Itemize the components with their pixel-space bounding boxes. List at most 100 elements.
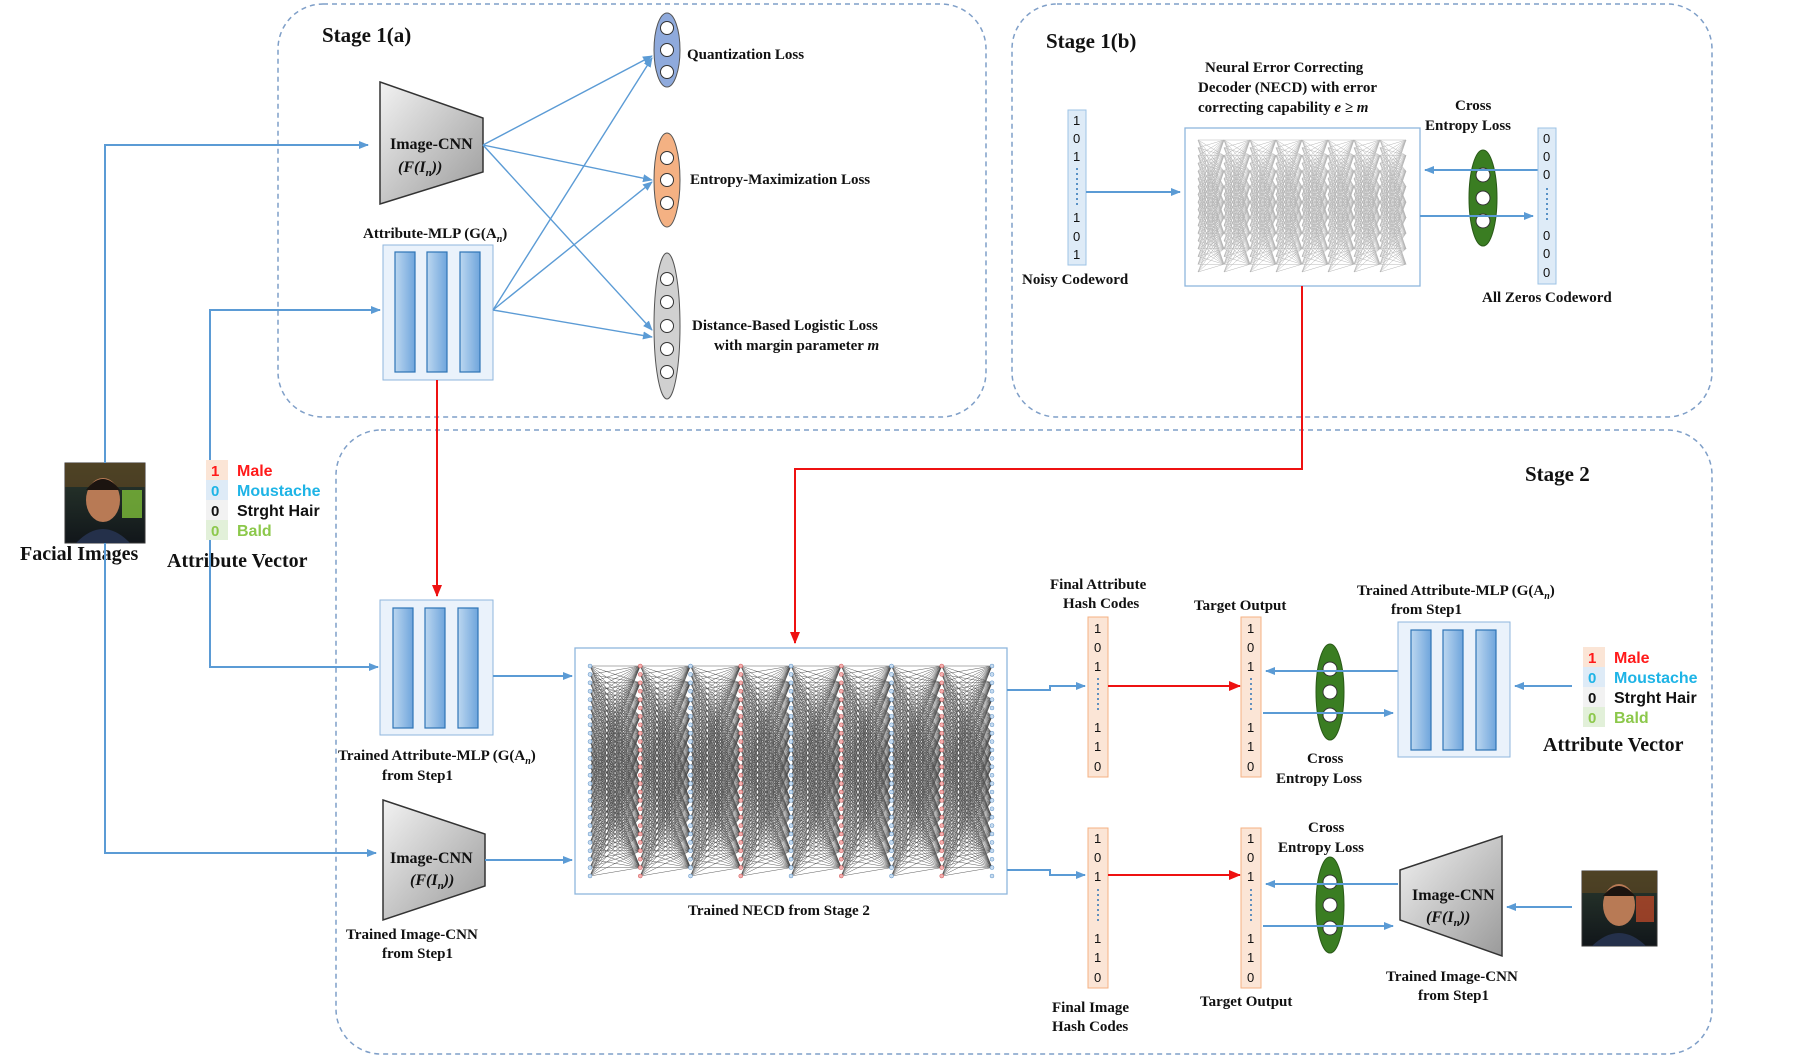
- target-top-bit-2: 1: [1247, 659, 1254, 674]
- stage1a-attribute-mlp: [382, 244, 494, 381]
- right-attr-bit-bald: 0: [1588, 710, 1596, 727]
- attribute-vector-label: Attribute Vector: [167, 550, 308, 572]
- target-top-column: [1240, 616, 1262, 778]
- stage2-trained-cnn-label-1: Trained Image-CNN: [346, 927, 478, 943]
- target-top-bit-5: 0: [1247, 759, 1254, 774]
- final-attr-bit-1: 0: [1094, 640, 1101, 655]
- final-attr-bit-5: 0: [1094, 759, 1101, 774]
- final-attr-bit-3: 1: [1094, 720, 1101, 735]
- noisy-bit-4: 0: [1073, 229, 1080, 244]
- target-bottom-column: [1240, 827, 1262, 989]
- right-trained-cnn: [1399, 834, 1503, 958]
- right-cnn-func: (F(In)): [1426, 909, 1470, 929]
- noisy-bit-2: 1: [1073, 149, 1080, 164]
- quantization-loss-node: [653, 12, 681, 88]
- final-img-bit-3: 1: [1094, 931, 1101, 946]
- attribute-vector-left: 1 Male 0 Moustache 0 Strght Hair 0 Bald: [206, 460, 321, 540]
- stage1b-cross-label-1: Cross: [1455, 98, 1492, 114]
- distance-loss-label-1: Distance-Based Logistic Loss: [692, 318, 878, 334]
- right-mlp-label-1: Trained Attribute-MLP (G(An): [1357, 583, 1555, 602]
- final-img-bit-4: 1: [1094, 950, 1101, 965]
- stage1a-box: [277, 3, 987, 418]
- target-top-bit-3: 1: [1247, 720, 1254, 735]
- final-img-label-1: Final Image: [1052, 1000, 1129, 1016]
- all-zeros-codeword: [1537, 127, 1557, 285]
- right-mlp-label-2: from Step1: [1391, 602, 1462, 618]
- distance-loss-node: [653, 252, 681, 400]
- necd-title-2: Decoder (NECD) with error: [1198, 80, 1377, 96]
- right-attr-name-bald: Bald: [1614, 710, 1649, 727]
- necd-title-1: Neural Error Correcting: [1205, 60, 1364, 76]
- stage2-top-cross-label-2: Entropy Loss: [1276, 771, 1362, 787]
- target-bottom-bit-1: 0: [1247, 850, 1254, 865]
- final-attr-bit-4: 1: [1094, 739, 1101, 754]
- right-attr-name-hair: Strght Hair: [1614, 690, 1697, 707]
- attr-bit-moustache: 0: [211, 483, 219, 500]
- stage2-trained-mlp-label-1: Trained Attribute-MLP (G(An): [338, 748, 536, 767]
- attr-bit-bald: 0: [211, 523, 219, 540]
- stage2-title: Stage 2: [1525, 462, 1590, 486]
- facial-images-label: Facial Images: [20, 543, 139, 565]
- target-bottom-bit-5: 0: [1247, 970, 1254, 985]
- attr-bit-male: 1: [211, 463, 219, 480]
- final-attr-bit-2: 1: [1094, 659, 1101, 674]
- noisy-codeword-label: Noisy Codeword: [1022, 272, 1129, 288]
- zero-bit-3: 0: [1543, 228, 1550, 243]
- stage1b-cross-label-2: Entropy Loss: [1425, 118, 1511, 134]
- attr-name-bald: Bald: [237, 523, 272, 540]
- target-top-bit-1: 0: [1247, 640, 1254, 655]
- final-attr-label-1: Final Attribute: [1050, 577, 1147, 593]
- final-img-label-2: Hash Codes: [1052, 1019, 1128, 1035]
- stage2-trained-necd: [574, 647, 1008, 895]
- stage2-trained-cnn-label-2: from Step1: [382, 946, 453, 962]
- stage1a-title: Stage 1(a): [322, 23, 411, 47]
- facial-image-right: [1581, 870, 1658, 947]
- stage1b-box: [1011, 3, 1713, 418]
- attr-name-moustache: Moustache: [237, 483, 321, 500]
- right-trained-cnn-label-2: from Step1: [1418, 988, 1489, 1004]
- attr-bit-hair: 0: [211, 503, 219, 520]
- right-attr-name-male: Male: [1614, 650, 1650, 667]
- stage1a-mlp-title: Attribute-MLP (G(An): [363, 226, 507, 245]
- necd-title-3: correcting capability e ≥ m: [1198, 100, 1368, 116]
- final-attr-bit-0: 1: [1094, 621, 1101, 636]
- noisy-bit-0: 1: [1073, 113, 1080, 128]
- stage1a-image-cnn: [379, 80, 484, 206]
- right-attr-bit-hair: 0: [1588, 690, 1596, 707]
- stage1a-cnn-title: Image-CNN: [390, 136, 473, 153]
- stage2-cnn-func: (F(In)): [410, 872, 454, 892]
- stage2-bot-cross-label-2: Entropy Loss: [1278, 840, 1364, 856]
- right-trained-mlp: [1397, 621, 1511, 758]
- zero-bit-5: 0: [1543, 265, 1550, 280]
- noisy-codeword: [1067, 109, 1087, 266]
- final-img-bit-2: 1: [1094, 869, 1101, 884]
- stage2-top-loss-arrows: [1263, 667, 1398, 717]
- stage1a-loss-connections: [482, 55, 653, 340]
- zero-bit-2: 0: [1543, 167, 1550, 182]
- right-attribute-vector-label: Attribute Vector: [1543, 734, 1684, 756]
- stage2-cnn-title: Image-CNN: [390, 850, 473, 867]
- stage2-bottom-loss-arrows: [1263, 880, 1398, 930]
- target-top-bit-0: 1: [1247, 621, 1254, 636]
- stage2-bottom-cross-entropy-node: [1315, 856, 1345, 954]
- stage1b-title: Stage 1(b): [1046, 29, 1136, 53]
- noisy-bit-5: 1: [1073, 247, 1080, 262]
- zero-bit-1: 0: [1543, 149, 1550, 164]
- stage2-necd-label: Trained NECD from Stage 2: [688, 903, 870, 919]
- stage2-top-cross-entropy-node: [1315, 643, 1345, 741]
- distance-loss-label-2: with margin parameter m: [714, 338, 879, 354]
- all-zeros-label: All Zeros Codeword: [1482, 290, 1612, 306]
- zero-bit-4: 0: [1543, 246, 1550, 261]
- attr-name-male: Male: [237, 463, 273, 480]
- zero-bit-0: 0: [1543, 131, 1550, 146]
- target-top-bit-4: 1: [1247, 739, 1254, 754]
- right-cnn-title: Image-CNN: [1412, 887, 1495, 904]
- right-attr-bit-male: 1: [1588, 650, 1596, 667]
- right-attr-bit-moustache: 0: [1588, 670, 1596, 687]
- target-bottom-label: Target Output: [1200, 994, 1292, 1010]
- final-attr-hash-column: [1087, 616, 1109, 778]
- entropy-loss-node: [653, 132, 681, 228]
- final-img-bit-5: 0: [1094, 970, 1101, 985]
- stage2-trained-mlp: [379, 599, 494, 736]
